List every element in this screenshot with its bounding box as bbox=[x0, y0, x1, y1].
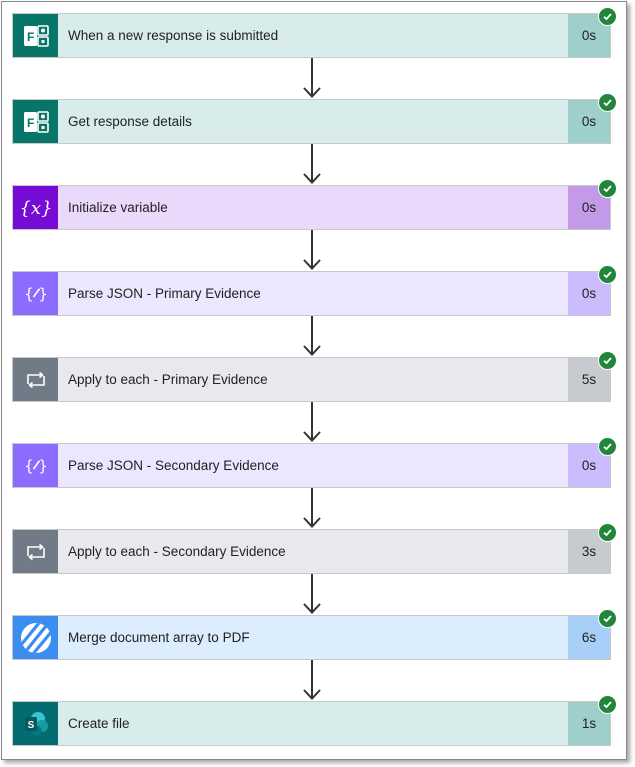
flow-arrow-icon bbox=[303, 316, 321, 356]
step-when-new-response-submitted[interactable]: F When a new response is submitted 0s bbox=[12, 7, 617, 58]
success-check-icon bbox=[598, 179, 617, 198]
forms-icon: F bbox=[13, 14, 58, 57]
success-check-icon bbox=[598, 523, 617, 542]
step-label: Apply to each - Secondary Evidence bbox=[68, 544, 286, 559]
step-apply-to-each-primary[interactable]: Apply to each - Primary Evidence 5s bbox=[12, 351, 617, 402]
step-label: Create file bbox=[68, 716, 130, 731]
variable-icon: {x} bbox=[13, 186, 58, 229]
svg-text:{x}: {x} bbox=[20, 198, 52, 219]
step-label: When a new response is submitted bbox=[68, 28, 279, 43]
loop-icon bbox=[13, 530, 58, 573]
step-label: Apply to each - Primary Evidence bbox=[68, 372, 268, 387]
step-label: Parse JSON - Secondary Evidence bbox=[68, 458, 279, 473]
step-label: Parse JSON - Primary Evidence bbox=[68, 286, 261, 301]
step-get-response-details[interactable]: F Get response details 0s bbox=[12, 93, 617, 144]
success-check-icon bbox=[598, 437, 617, 456]
step-label: Initialize variable bbox=[68, 200, 168, 215]
step-create-file[interactable]: S Create file 1s bbox=[12, 695, 617, 746]
success-check-icon bbox=[598, 695, 617, 714]
svg-text:S: S bbox=[27, 720, 34, 731]
flow-arrow-icon bbox=[303, 488, 321, 528]
step-merge-document-array-to-pdf[interactable]: Merge document array to PDF 6s bbox=[12, 609, 617, 660]
forms-icon: F bbox=[13, 100, 58, 143]
success-check-icon bbox=[598, 265, 617, 284]
step-duration: 0s bbox=[568, 100, 610, 143]
step-parse-json-primary[interactable]: { } Parse JSON - Primary Evidence 0s bbox=[12, 265, 617, 316]
flow-arrow-icon bbox=[303, 574, 321, 614]
sharepoint-icon: S bbox=[13, 702, 58, 745]
step-apply-to-each-secondary[interactable]: Apply to each - Secondary Evidence 3s bbox=[12, 523, 617, 574]
loop-icon bbox=[13, 358, 58, 401]
svg-text:F: F bbox=[27, 116, 34, 130]
success-check-icon bbox=[598, 609, 617, 628]
step-label: Get response details bbox=[68, 114, 192, 129]
success-check-icon bbox=[598, 93, 617, 112]
merge-pdf-icon bbox=[13, 616, 58, 659]
flow-arrow-icon bbox=[303, 58, 321, 98]
parse-json-icon: { } bbox=[13, 444, 58, 487]
flow-arrow-icon bbox=[303, 144, 321, 184]
svg-text:F: F bbox=[27, 30, 34, 44]
success-check-icon bbox=[598, 7, 617, 26]
parse-json-icon: { } bbox=[13, 272, 58, 315]
flow-arrow-icon bbox=[303, 230, 321, 270]
flow-arrow-icon bbox=[303, 660, 321, 700]
step-label: Merge document array to PDF bbox=[68, 630, 250, 645]
success-check-icon bbox=[598, 351, 617, 370]
flow-arrow-icon bbox=[303, 402, 321, 442]
step-initialize-variable[interactable]: {x} Initialize variable 0s bbox=[12, 179, 617, 230]
step-parse-json-secondary[interactable]: { } Parse JSON - Secondary Evidence 0s bbox=[12, 437, 617, 488]
